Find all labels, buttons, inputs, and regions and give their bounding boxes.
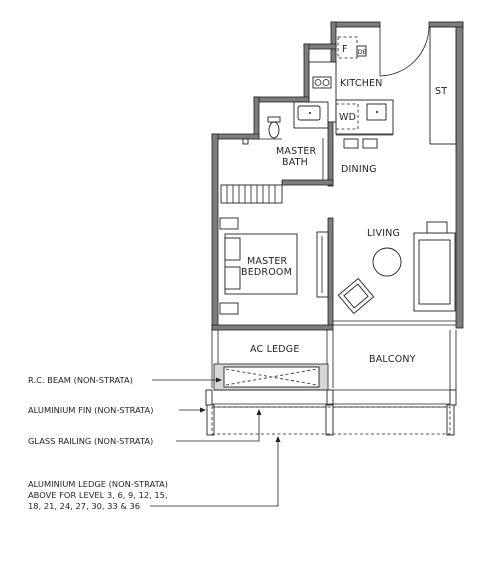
glass-railing-leader bbox=[176, 414, 260, 442]
aluminium-post-left bbox=[206, 404, 215, 436]
aluminium-ledge-arrowhead bbox=[275, 436, 281, 442]
north-wall bbox=[330, 21, 381, 28]
burner-2 bbox=[322, 79, 330, 86]
db-label: DB bbox=[358, 48, 367, 56]
db-box bbox=[356, 45, 367, 57]
coffee-table bbox=[372, 247, 402, 277]
stool-1 bbox=[343, 138, 359, 149]
balcony-label: BALCONY bbox=[369, 354, 416, 365]
side-table-top bbox=[219, 217, 239, 230]
fridge-label: F bbox=[342, 44, 348, 55]
outdoor: AC LEDGE BALCONY bbox=[205, 330, 457, 436]
master-bedroom-label-2: BEDROOM bbox=[241, 267, 292, 278]
store-cabinet bbox=[429, 26, 457, 145]
basin-drain bbox=[309, 112, 311, 114]
compressor-cross-2 bbox=[225, 368, 318, 386]
toilet-bowl bbox=[268, 121, 280, 139]
floor-trap bbox=[242, 138, 249, 145]
living-label: LIVING bbox=[367, 228, 400, 239]
aluminium-fin-mid bbox=[326, 389, 334, 406]
stool-2 bbox=[362, 138, 378, 149]
store-label: ST bbox=[435, 86, 447, 97]
aluminium-ledge-note-1: ALUMINIUM LEDGE (NON-STRATA) bbox=[28, 479, 168, 489]
pillow-1 bbox=[224, 237, 241, 261]
kitchen-label: KITCHEN bbox=[340, 78, 383, 89]
kitchen-fixtures: F DB KITCHEN WD DINING bbox=[308, 36, 394, 175]
door-swing bbox=[379, 26, 430, 77]
armchair bbox=[337, 277, 375, 315]
sofa-seat bbox=[418, 239, 451, 305]
bedroom-east-wall bbox=[327, 217, 334, 327]
bedroom-north-wall bbox=[211, 133, 260, 140]
wardrobe bbox=[220, 184, 283, 204]
aluminium-fin-note: ALUMINIUM FIN (NON-STRATA) bbox=[28, 405, 153, 415]
aluminium-fin-left bbox=[205, 389, 213, 406]
aluminium-ledge-leader bbox=[150, 441, 279, 507]
store: ST bbox=[429, 26, 457, 145]
aluminium-post-mid bbox=[325, 404, 334, 436]
walls bbox=[211, 21, 464, 331]
master-bath-label-2: BATH bbox=[282, 157, 308, 168]
rc-beam-note: R.C. BEAM (NON-STRATA) bbox=[28, 375, 133, 385]
sink-drain bbox=[376, 111, 378, 113]
annotations: R.C. BEAM (NON-STRATA) ALUMINIUM FIN (NO… bbox=[28, 375, 281, 511]
master-bath-label-1: MASTER bbox=[276, 146, 317, 157]
side-table-bottom bbox=[219, 302, 239, 315]
armchair-cushion bbox=[343, 283, 369, 309]
bath-north-wall bbox=[253, 96, 310, 103]
north-wall-store bbox=[428, 21, 464, 28]
kitchen-west-wall bbox=[303, 43, 310, 103]
living: LIVING bbox=[333, 221, 456, 326]
pillow-2 bbox=[224, 266, 241, 290]
master-bath: MASTER BATH bbox=[242, 101, 329, 180]
tv-console bbox=[316, 231, 329, 298]
sofa-side-table bbox=[426, 221, 448, 234]
master-bedroom: MASTER BEDROOM bbox=[219, 184, 329, 315]
dining-label: DINING bbox=[341, 164, 377, 175]
ac-ledge-label: AC LEDGE bbox=[250, 344, 300, 355]
east-wall bbox=[455, 21, 464, 329]
bath-west-upper-wall bbox=[253, 96, 260, 140]
master-bedroom-label-1: MASTER bbox=[247, 256, 288, 267]
aluminium-fin-arrowhead bbox=[200, 407, 206, 413]
wd-label: WD bbox=[339, 112, 356, 123]
bedroom-south-wall bbox=[211, 324, 334, 331]
glass-railing-arrowhead bbox=[256, 409, 262, 415]
stove bbox=[312, 76, 332, 89]
rc-beam-arrowhead bbox=[216, 377, 222, 383]
wd-box bbox=[335, 103, 359, 130]
burner-1 bbox=[314, 79, 322, 86]
glass-railing-note: GLASS RAILING (NON-STRATA) bbox=[28, 436, 153, 446]
aluminium-ledge-note-3: 18, 21, 24, 27, 30, 33 & 36 bbox=[28, 501, 140, 511]
toilet-tank bbox=[267, 116, 281, 123]
aluminium-ledge-note-2: ABOVE FOR LEVEL 3, 6, 9, 12, 15, bbox=[28, 490, 168, 500]
bath-south-wall bbox=[281, 179, 334, 186]
entrance-door bbox=[379, 26, 430, 77]
west-wall bbox=[211, 133, 219, 331]
aluminium-post-right bbox=[446, 404, 455, 436]
aluminium-fin-right bbox=[449, 389, 457, 406]
